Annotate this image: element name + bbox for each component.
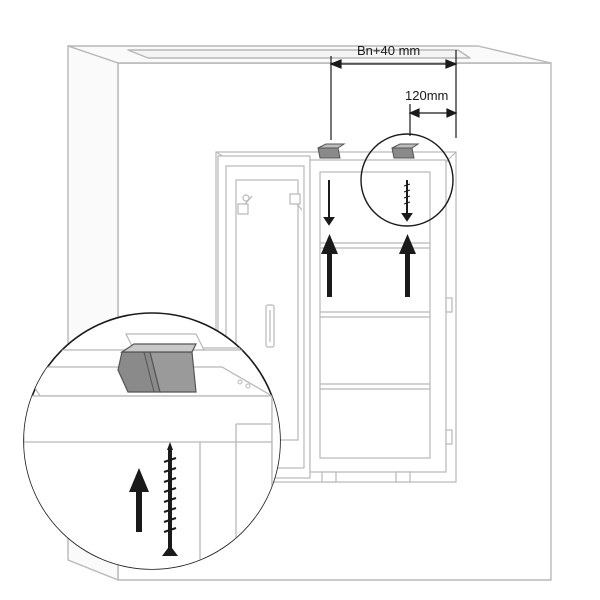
offset-dimension-label: 120mm [405, 88, 448, 103]
top-bracket-left [317, 143, 346, 159]
arrow-up-right [399, 234, 416, 297]
arrow-up-left [321, 234, 338, 297]
upper-hinge [237, 193, 303, 215]
detail-screw [162, 442, 178, 556]
door-handle [265, 304, 275, 348]
top-bracket-right [391, 143, 420, 159]
detail-callout-small [360, 133, 454, 227]
screw-left [323, 180, 335, 226]
detail-arrow-up [129, 468, 149, 532]
detail-bracket [117, 333, 205, 393]
width-dimension-label: Bn+40 mm [357, 43, 420, 58]
screw-right [401, 180, 413, 222]
appliance-front-frame [309, 159, 453, 483]
dimension-width [329, 50, 458, 140]
dimension-offset [408, 104, 458, 136]
